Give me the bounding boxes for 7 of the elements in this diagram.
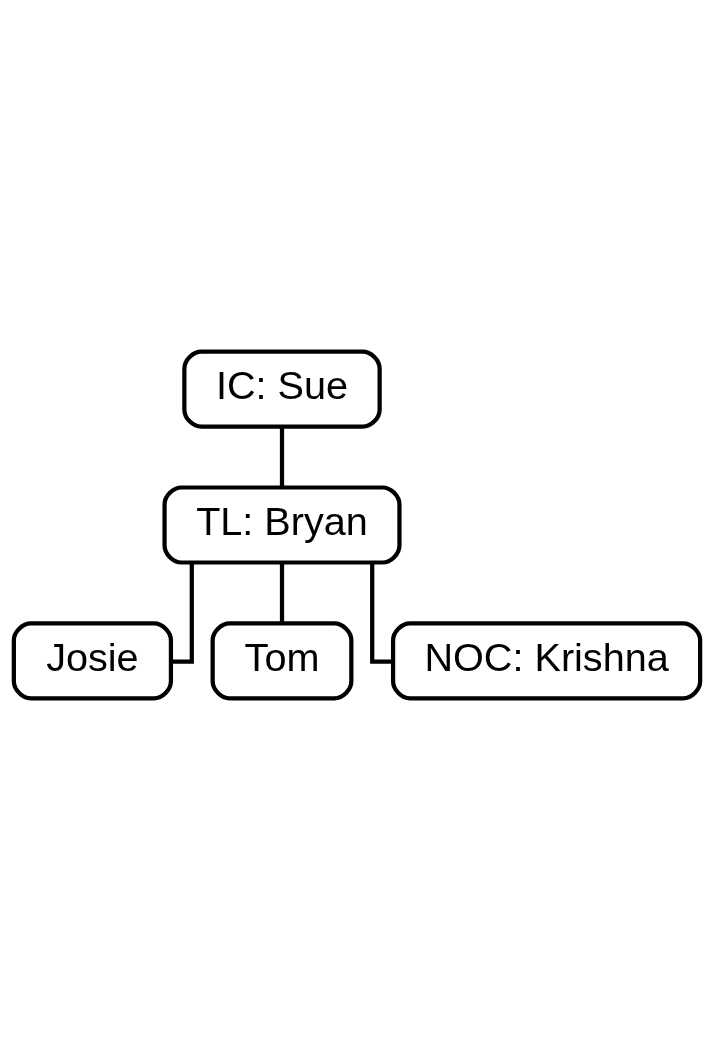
node-box: TL: Bryan (162, 485, 402, 565)
connector (279, 562, 285, 624)
node-box: IC: Sue (182, 349, 382, 429)
connector (279, 427, 285, 488)
node-box: Tom (210, 621, 354, 701)
node-box: NOC: Krishna (390, 621, 703, 701)
node-box: Josie (11, 621, 174, 701)
